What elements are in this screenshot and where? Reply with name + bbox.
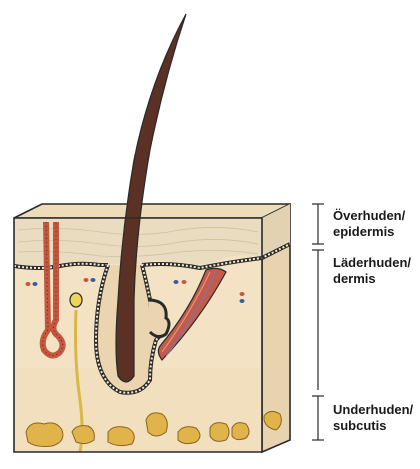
label-epidermis-line1: Överhuden/ <box>333 208 406 223</box>
label-subcutis-line2: subcutis <box>333 418 387 433</box>
label-epidermis: Överhuden/ epidermis <box>333 208 405 240</box>
hair-shaft <box>115 13 187 383</box>
capillary-dots <box>25 278 245 303</box>
sebaceous-gland <box>147 298 171 339</box>
label-dermis-line2: dermis <box>333 271 376 286</box>
arrector-pili-muscle <box>157 267 227 361</box>
fat-cells <box>25 410 282 447</box>
nerve-ending <box>69 292 83 308</box>
label-epidermis-line2: epidermis <box>333 224 395 239</box>
label-dermis: Läderhuden/ dermis <box>333 255 411 287</box>
skin-block-outline <box>13 217 263 453</box>
side-epidermis <box>262 204 290 258</box>
label-brackets <box>312 203 324 441</box>
label-dermis-line1: Läderhuden/ <box>333 255 412 270</box>
label-subcutis: Underhuden/ subcutis <box>333 402 413 434</box>
skin-top-face <box>13 203 291 219</box>
label-subcutis-line1: Underhuden/ <box>333 402 414 417</box>
